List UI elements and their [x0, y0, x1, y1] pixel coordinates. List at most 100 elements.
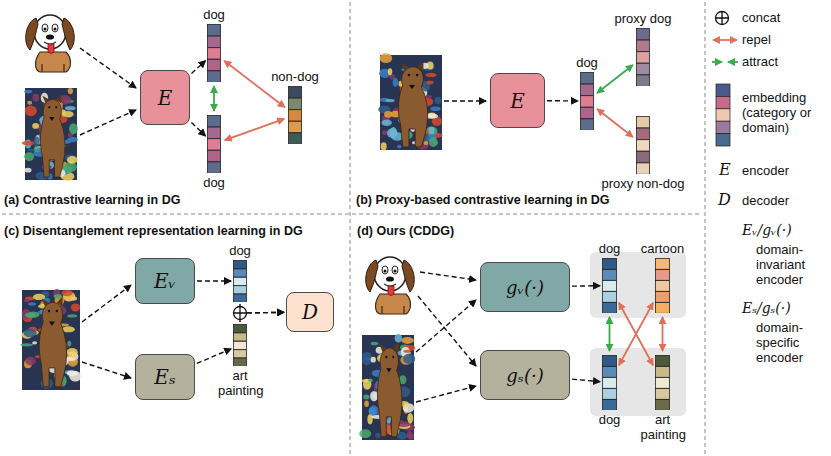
embedding-cells [288, 86, 302, 144]
input-arrow [416, 386, 476, 402]
flow-arrow [191, 123, 205, 136]
embedding-label: dog [599, 241, 621, 256]
legend-text: repel [742, 32, 826, 47]
legend-text: domain-specific encoder [756, 320, 828, 365]
encoder-label: D [302, 300, 318, 324]
legend-entry: domain-specific encoder [756, 320, 828, 365]
embedding-vector: dog [207, 24, 221, 82]
legend-text: attract [742, 54, 826, 69]
divider-line [705, 2, 706, 454]
embedding-cells [233, 260, 247, 302]
embedding-vector: dog [602, 355, 617, 410]
embedding-vector: non-dog [288, 86, 302, 144]
encoder-label: gᵥ(·) [506, 277, 544, 298]
art-painting-image [20, 289, 81, 390]
input-arrow [416, 300, 476, 352]
legend-entry: repel [742, 32, 826, 47]
legend-text: embedding (category or domain) [742, 90, 828, 135]
embedding-label: non-dog [271, 69, 319, 84]
concat-symbol [234, 307, 247, 320]
cartoon-dog-image [26, 15, 75, 72]
attract-sample [728, 61, 738, 63]
input-arrow [82, 285, 131, 322]
panel-caption: (b) Proxy-based contrastive learning in … [356, 193, 610, 207]
flow-arrow [572, 379, 600, 381]
legend-entry: attract [742, 54, 826, 69]
embedding-vector: dog [580, 72, 594, 130]
legend-entry: concat [742, 10, 826, 25]
flow-arrow [197, 280, 231, 281]
embedding-vector: art painting [655, 355, 670, 410]
embedding-vector: dog [602, 258, 617, 313]
domain-invariant-encoder: Eᵥ [135, 258, 195, 304]
embedding-vector: proxy dog [636, 28, 650, 86]
divider-line [350, 2, 351, 454]
embedding-label: proxy dog [614, 11, 671, 26]
cartoon-dog-image [366, 257, 415, 314]
input-arrow [80, 48, 136, 88]
attract-arrow [213, 86, 215, 111]
legend-entry: embedding (category or domain) [742, 90, 828, 135]
encoder-label: gₛ(·) [506, 365, 543, 386]
flow-arrow [191, 61, 205, 74]
legend-entry: decoder [742, 193, 826, 208]
embedding-cells [655, 258, 670, 313]
embedding-vector: dog [207, 115, 221, 173]
embedding-label: proxy non-dog [601, 176, 684, 191]
embedding-sample [716, 84, 730, 146]
input-arrow [82, 362, 131, 378]
divider-line [2, 214, 700, 215]
input-arrow [444, 100, 486, 101]
flow-arrow [197, 349, 231, 364]
domain-invariant-encoder: gᵥ(·) [480, 262, 570, 312]
embedding-cells [602, 355, 617, 410]
decoder-box: D [286, 292, 334, 332]
legend-text: encoder [742, 163, 826, 178]
repel-arrow [225, 119, 284, 140]
art-painting-image [378, 53, 442, 150]
legend-samples [712, 40, 738, 146]
repel-arrow [224, 61, 285, 107]
embedding-cells [655, 355, 670, 410]
legend-text: concat [742, 10, 826, 25]
embedding-label: dog [203, 7, 225, 22]
panel-caption: (c) Disentanglement representation learn… [4, 224, 303, 238]
repel-arrow [619, 303, 653, 366]
embedding-label: dog [229, 243, 251, 258]
input-arrow [418, 296, 476, 366]
encoder-label: Eᵥ [154, 269, 176, 293]
legend-entry: domain-invariant encoder [756, 242, 828, 287]
repel-arrow [619, 303, 653, 366]
flow-arrow [547, 100, 578, 102]
panel-dividers [2, 2, 705, 454]
embedding-vector: cartoon [655, 258, 670, 313]
embedding-label: cartoon [641, 241, 684, 256]
legend-text: decoder [742, 193, 826, 208]
encoder-box: E [140, 70, 190, 125]
legend-symbol: Eₛ/gₛ(·) [742, 300, 791, 316]
encoder-label: E [158, 86, 173, 110]
embedding-cells [207, 24, 221, 82]
flow-arrow [572, 285, 600, 287]
embedding-cells [636, 28, 650, 86]
attract-arrow [597, 65, 633, 93]
embedding-vector: dog [233, 260, 247, 302]
repel-arrow [662, 317, 664, 351]
embedding-label: dog [203, 175, 225, 190]
art-painting-image [359, 334, 415, 440]
embedding-group-shade [590, 348, 686, 416]
attract-sample [712, 61, 722, 63]
embedding-label: art painting [641, 412, 685, 442]
art-painting-image [22, 88, 78, 181]
embedding-cells [602, 258, 617, 313]
encoder-label: Eₛ [154, 365, 175, 389]
embedding-cells [233, 324, 247, 366]
domain-specific-encoder: gₛ(·) [480, 350, 570, 400]
domain-specific-encoder: Eₛ [135, 354, 195, 400]
legend-symbol: Eᵥ/gᵥ(·) [742, 222, 792, 238]
concat-symbol [716, 12, 729, 25]
panel-caption: (a) Contrastive learning in DG [4, 193, 180, 207]
input-arrow [420, 272, 476, 280]
attract-arrow [609, 317, 611, 351]
